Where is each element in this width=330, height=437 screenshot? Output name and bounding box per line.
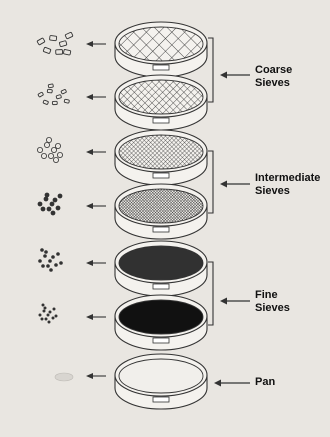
particle [39,314,41,316]
particle [43,310,45,312]
coarse-sieves-label: Coarse Sieves [255,64,292,90]
particle [56,206,60,210]
fine-sieve-2-mesh [119,300,203,334]
particle [44,307,46,309]
fine-label-line-2: Sieves [255,302,290,315]
pan-plate [153,397,169,402]
particle [45,193,49,197]
fine-sieve-1-plate [153,284,169,289]
particle [52,256,55,259]
particle [50,202,54,206]
particle [41,249,44,252]
intermediate-label-line-1: Intermediate [255,172,320,185]
dust [55,373,73,381]
particle [58,194,62,198]
particle [53,198,57,202]
particle [57,253,60,256]
intermediate-sieve-2 [115,184,207,239]
fine-sieve-1-mesh [119,246,203,280]
particle [44,255,47,258]
fine-sieves-label: Fine Sieves [255,289,290,315]
intermediate-sieve-1-mesh [119,135,203,169]
particle [42,265,45,268]
fine-sieve-1 [115,241,207,296]
fine-label-line-1: Fine [255,289,290,302]
pan [115,354,207,409]
particle [50,269,53,272]
particle [42,304,44,306]
pan-label: Pan [255,376,275,389]
coarse-label-line-1: Coarse [255,64,292,77]
particle [55,315,57,317]
particle [47,207,51,211]
intermediate-sieve-2-plate [153,227,169,232]
particle [41,318,43,320]
particle [55,264,58,267]
coarse-sieve-2-mesh [119,80,203,114]
coarse-sieve-1-mesh [119,27,203,61]
intermediate-sieve-2-mesh [119,189,203,223]
intermediate-sieves-label: Intermediate Sieves [255,172,320,198]
intermediate-label-line-2: Sieves [255,185,320,198]
coarse-sieve-1 [115,22,207,77]
particle [41,207,45,211]
particle [52,317,54,319]
intermediate-sieve-1-plate [153,173,169,178]
particle [48,321,50,323]
coarse-sieve-2-plate [153,118,169,123]
coarse-sieve-1-plate [153,65,169,70]
pan-mesh [119,359,203,393]
coarse-sieve-2 [115,75,207,130]
fine-sieve-2 [115,295,207,350]
fine-sieve-2-plate [153,338,169,343]
particle [47,314,49,316]
coarse-label-line-2: Sieves [255,77,292,90]
particle [39,260,42,263]
particle [38,202,42,206]
particle [45,318,47,320]
particle [45,251,48,254]
particle [49,311,51,313]
particle [53,308,55,310]
pan-particles [55,373,73,381]
particle [44,197,48,201]
particle [51,211,55,215]
particle [60,262,63,265]
intermediate-sieve-1 [115,130,207,185]
particle [49,260,52,263]
particle [47,265,50,268]
